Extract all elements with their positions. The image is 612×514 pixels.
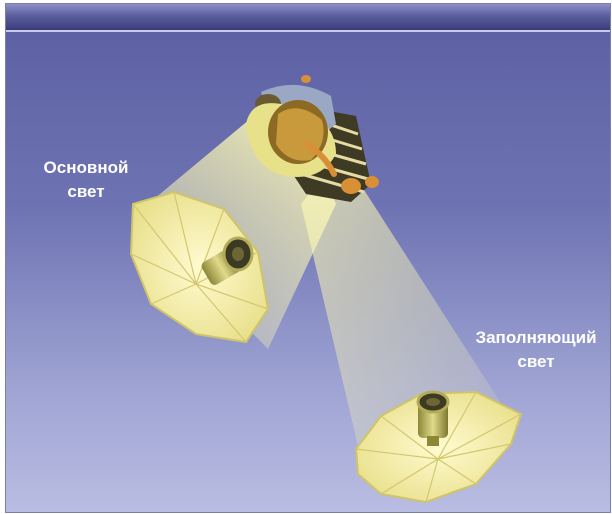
illustration-frame: Основной свет Заполняющий свет <box>5 3 611 513</box>
key-light-label: Основной свет <box>31 156 141 204</box>
fill-light-label: Заполняющий свет <box>461 326 611 374</box>
lighting-scene <box>6 4 610 512</box>
fill-light-label-line1: Заполняющий <box>461 326 611 350</box>
key-light-label-line1: Основной <box>31 156 141 180</box>
fill-light-lamp-icon <box>418 392 448 446</box>
fill-light-label-line2: свет <box>461 350 611 374</box>
key-light-label-line2: свет <box>31 180 141 204</box>
